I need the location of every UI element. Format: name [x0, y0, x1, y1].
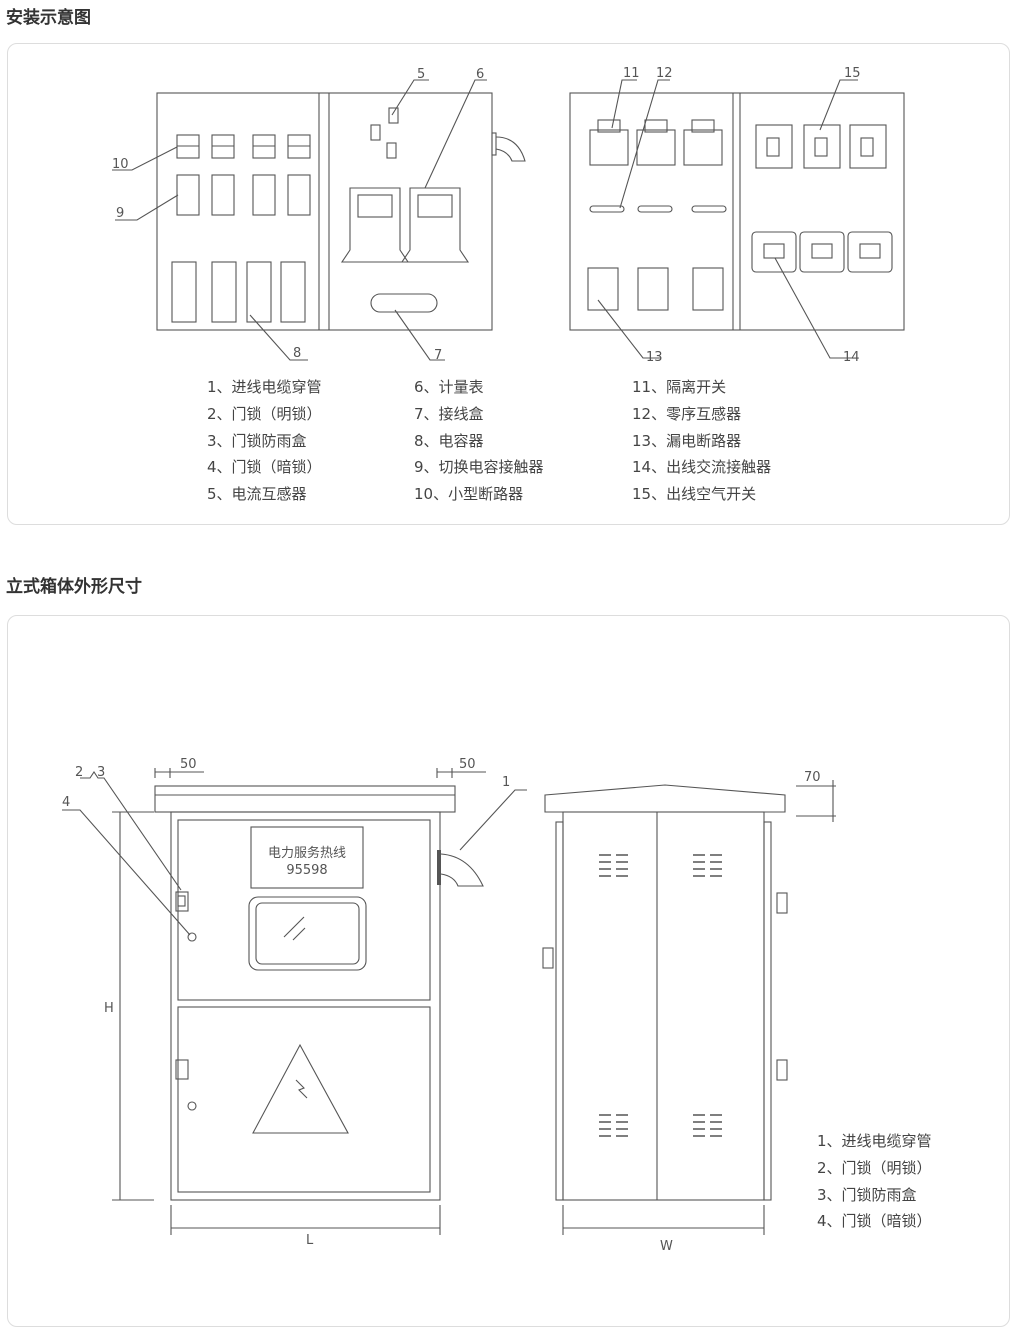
- callout-label: 4: [62, 795, 70, 810]
- installation-diagram-panel: [7, 43, 1010, 525]
- legend-item: 12、零序互感器: [632, 404, 742, 423]
- legend-column-1: 1、进线电缆穿管 2、门锁（明锁） 3、门锁防雨盒 4、门锁（暗锁） 5、电流互感器: [207, 374, 322, 508]
- legend-column-2: 6、计量表 7、接线盒 8、电容器 9、切换电容接触器 10、小型断路器: [414, 374, 544, 508]
- callout-label: 1: [502, 775, 510, 790]
- legend-item: 8、电容器: [414, 431, 484, 450]
- callout-label: 8: [293, 346, 301, 361]
- callout-label: 10: [112, 157, 129, 172]
- callout-label: L: [306, 1233, 314, 1248]
- legend-item: 15、出线空气开关: [632, 485, 757, 504]
- legend-item: 14、出线交流接触器: [632, 458, 772, 477]
- callout-label: 50: [180, 757, 197, 772]
- dimensions-legend: 1、进线电缆穿管 2、门锁（明锁） 3、门锁防雨盒 4、门锁（暗锁）: [817, 1128, 932, 1235]
- legend-item: 2、门锁（明锁）: [207, 404, 322, 423]
- callout-label: 11: [623, 66, 640, 81]
- capacitor-contactors: [176, 174, 311, 216]
- callout-label: 50: [459, 757, 476, 772]
- legend-item: 10、小型断路器: [414, 485, 524, 504]
- legend-item: 2、门锁（明锁）: [817, 1158, 932, 1177]
- callout-label: 2: [75, 765, 83, 780]
- callout-label: 6: [476, 67, 484, 82]
- callout-label: 13: [646, 350, 663, 365]
- callout-label: 电力服务热线: [268, 845, 346, 861]
- miniature-breakers: [176, 134, 311, 159]
- callout-label: W: [660, 1239, 673, 1254]
- legend-item: 11、隔离开关: [632, 378, 727, 396]
- cabinet-outgoing-layout: 11 12 15 13 14: [569, 66, 905, 365]
- legend-item: 13、漏电断路器: [632, 431, 742, 450]
- legend-item: 3、门锁防雨盒: [207, 431, 307, 450]
- capacitors: [171, 261, 306, 323]
- dimensions-diagram-panel: [7, 615, 1010, 1327]
- section-title-dimensions: 立式箱体外形尺寸: [6, 577, 142, 597]
- callout-label: H: [104, 1001, 114, 1016]
- callout-label: 70: [804, 770, 821, 785]
- legend-item: 1、进线电缆穿管: [817, 1132, 932, 1150]
- cabinet-front-layout: 10 9 8 7 5 6: [112, 67, 526, 363]
- section-title-installation: 安装示意图: [6, 8, 91, 28]
- legend-column-3: 11、隔离开关 12、零序互感器 13、漏电断路器 14、出线交流接触器 15、出线空气…: [632, 374, 771, 508]
- legend-item: 4、门锁（暗锁）: [207, 458, 322, 477]
- callout-label: 5: [417, 67, 425, 82]
- legend-item: 4、门锁（暗锁）: [817, 1212, 932, 1231]
- callout-label: 95598: [286, 863, 327, 878]
- callout-label: 9: [116, 206, 124, 221]
- legend-item: 7、接线盒: [414, 404, 484, 423]
- legend-item: 3、门锁防雨盒: [817, 1185, 917, 1204]
- callout-label: 7: [434, 348, 442, 363]
- callout-label: 15: [844, 66, 861, 81]
- callout-label: 14: [843, 350, 860, 365]
- legend-item: 9、切换电容接触器: [414, 458, 544, 477]
- callout-label: 3: [97, 765, 105, 780]
- legend-item: 6、计量表: [414, 378, 484, 396]
- legend-item: 5、电流互感器: [207, 485, 307, 504]
- legend-item: 1、进线电缆穿管: [207, 378, 322, 396]
- cabinet-side-elevation: 70 W: [542, 770, 836, 1254]
- callout-label: 12: [656, 66, 673, 81]
